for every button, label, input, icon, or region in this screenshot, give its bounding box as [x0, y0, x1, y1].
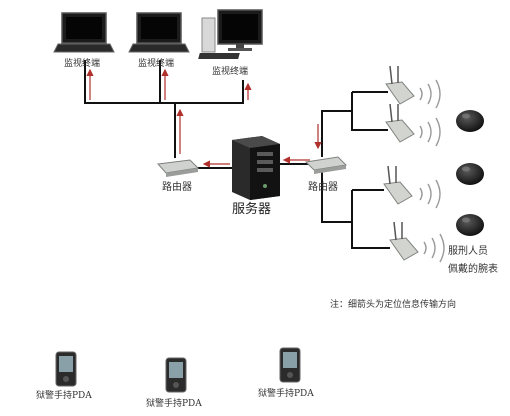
router-right [304, 156, 348, 174]
pda-label-2: 狱警手持PDA [146, 399, 202, 409]
receiver-2 [385, 103, 415, 143]
server-tower [232, 136, 280, 200]
wristband-tag-1 [456, 110, 484, 132]
monitor-terminal-3 [198, 9, 263, 59]
receiver-3 [383, 165, 413, 205]
router-left [156, 159, 200, 177]
monitor-terminal-label-1: 监视终端 [64, 59, 101, 69]
pda-label-3: 狱警手持PDA [258, 389, 314, 399]
receiver-1 [385, 65, 415, 105]
wristband-tag-2 [456, 163, 484, 185]
pda-1 [55, 351, 77, 387]
wearer-label-line2: 佩戴的腕表 [448, 264, 498, 275]
right-links [321, 91, 390, 249]
server-label: 服务器 [232, 202, 272, 217]
pda-3 [279, 347, 301, 383]
monitor-terminal-1 [53, 12, 115, 53]
pda-label-1: 狱警手持PDA [36, 391, 92, 401]
pda-2 [165, 357, 187, 393]
wearer-label-line1: 服刑人员 [448, 246, 488, 257]
wristband-tag-3 [456, 214, 484, 236]
monitor-terminal-2 [128, 12, 190, 53]
radio-wave-icons [419, 79, 445, 263]
note-text: 注：细箭头为定位信息传输方向 [330, 300, 457, 310]
left-links [84, 60, 244, 158]
monitor-terminal-label-3: 监视终端 [212, 67, 249, 77]
router-label-right: 路由器 [308, 182, 338, 193]
receiver-4 [389, 221, 419, 261]
monitor-terminal-label-2: 监视终端 [138, 59, 175, 69]
left-flow-arrows [86, 68, 252, 154]
router-label-left: 路由器 [162, 182, 192, 193]
